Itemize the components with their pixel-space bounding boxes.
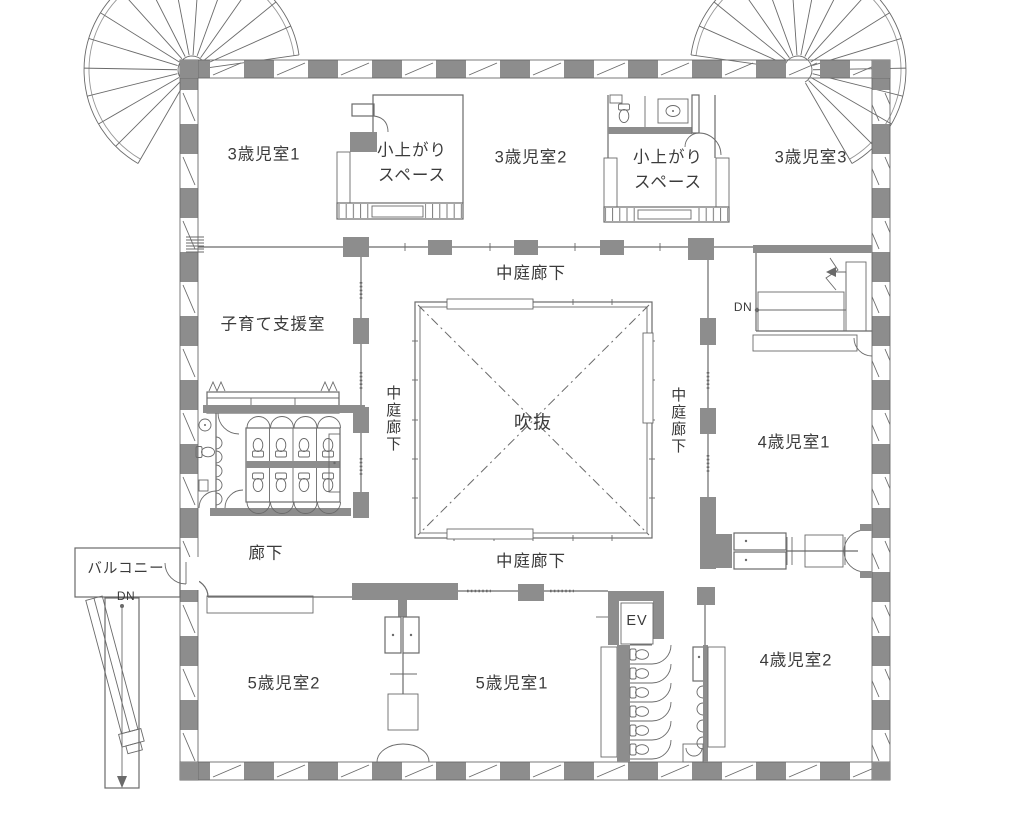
raised-floor-space-2 [603, 94, 730, 223]
courtyard-void [412, 298, 655, 541]
room4-1-partition [733, 524, 872, 578]
label-room-5-1: 5歳児室1 [475, 674, 549, 693]
east-corridor-partition [700, 260, 732, 569]
outer-wall [179, 59, 891, 781]
label-support-room: 子育て支援室 [220, 315, 326, 334]
label-dn-right: DN [733, 300, 753, 314]
label-room-4-2: 4歳児室2 [759, 651, 833, 670]
label-room-3-1: 3歳児室1 [227, 145, 301, 164]
slide [85, 595, 145, 755]
elevator-shaft [596, 591, 664, 645]
label-courtyard-corridor-right: 中庭廊下 [669, 387, 687, 455]
corridor-lockers [206, 595, 314, 614]
label-room-3-2: 3歳児室2 [494, 148, 568, 167]
label-room-4-1: 4歳児室1 [757, 433, 831, 452]
stairs-northeast [752, 245, 873, 357]
label-room-3-3: 3歳児室3 [774, 148, 848, 167]
label-corridor: 廊下 [248, 544, 284, 563]
label-room-5-2: 5歳児室2 [247, 674, 321, 693]
room4-2-fixtures [682, 645, 726, 763]
label-raised-space-2: 小上がり スペース [633, 148, 703, 191]
label-raised-space-1: 小上がり スペース [377, 141, 447, 184]
west-toilet-block [195, 405, 365, 516]
label-elevator: EV [626, 613, 648, 630]
south-corridor-partition [189, 578, 715, 647]
label-void: 吹抜 [514, 412, 552, 433]
label-courtyard-corridor-top: 中庭廊下 [496, 264, 566, 283]
west-corridor-partition [353, 257, 369, 518]
label-dn-left: DN [116, 589, 136, 603]
south-toilet-block [600, 644, 672, 762]
balcony-and-stairs [74, 547, 199, 789]
label-courtyard-corridor-bottom: 中庭廊下 [496, 552, 566, 571]
raised-floor-space-1 [336, 94, 464, 220]
north-corridor-partition [186, 236, 753, 260]
room5-partition [376, 616, 430, 763]
label-balcony: バルコニー [87, 561, 165, 578]
label-courtyard-corridor-left: 中庭廊下 [384, 385, 402, 453]
